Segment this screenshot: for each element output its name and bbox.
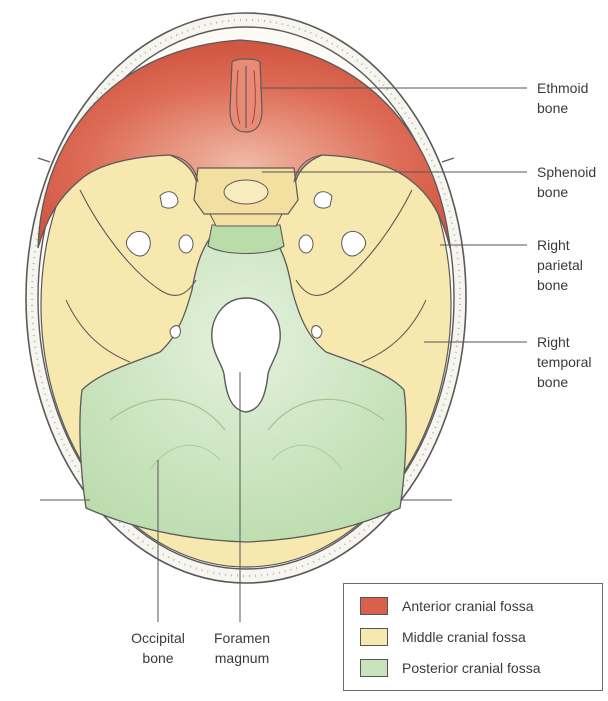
label-sphenoid-bone: Sphenoid bone xyxy=(537,162,596,202)
legend-item-posterior: Posterior cranial fossa xyxy=(360,658,541,678)
label-right-temporal-bone: Right temporal bone xyxy=(537,332,591,392)
label-right-parietal-bone: Right parietal bone xyxy=(537,235,583,295)
legend-item-anterior: Anterior cranial fossa xyxy=(360,596,534,616)
legend-label-posterior: Posterior cranial fossa xyxy=(402,660,541,676)
legend: Anterior cranial fossa Middle cranial fo… xyxy=(343,583,603,691)
legend-swatch-anterior xyxy=(360,597,388,615)
label-ethmoid-bone: Ethmoid bone xyxy=(537,78,588,118)
legend-label-middle: Middle cranial fossa xyxy=(402,629,526,645)
label-foramen-magnum: Foramen magnum xyxy=(204,628,280,668)
legend-label-anterior: Anterior cranial fossa xyxy=(402,598,534,614)
legend-swatch-posterior xyxy=(360,659,388,677)
legend-item-middle: Middle cranial fossa xyxy=(360,627,526,647)
legend-swatch-middle xyxy=(360,628,388,646)
label-occipital-bone: Occipital bone xyxy=(120,628,196,668)
